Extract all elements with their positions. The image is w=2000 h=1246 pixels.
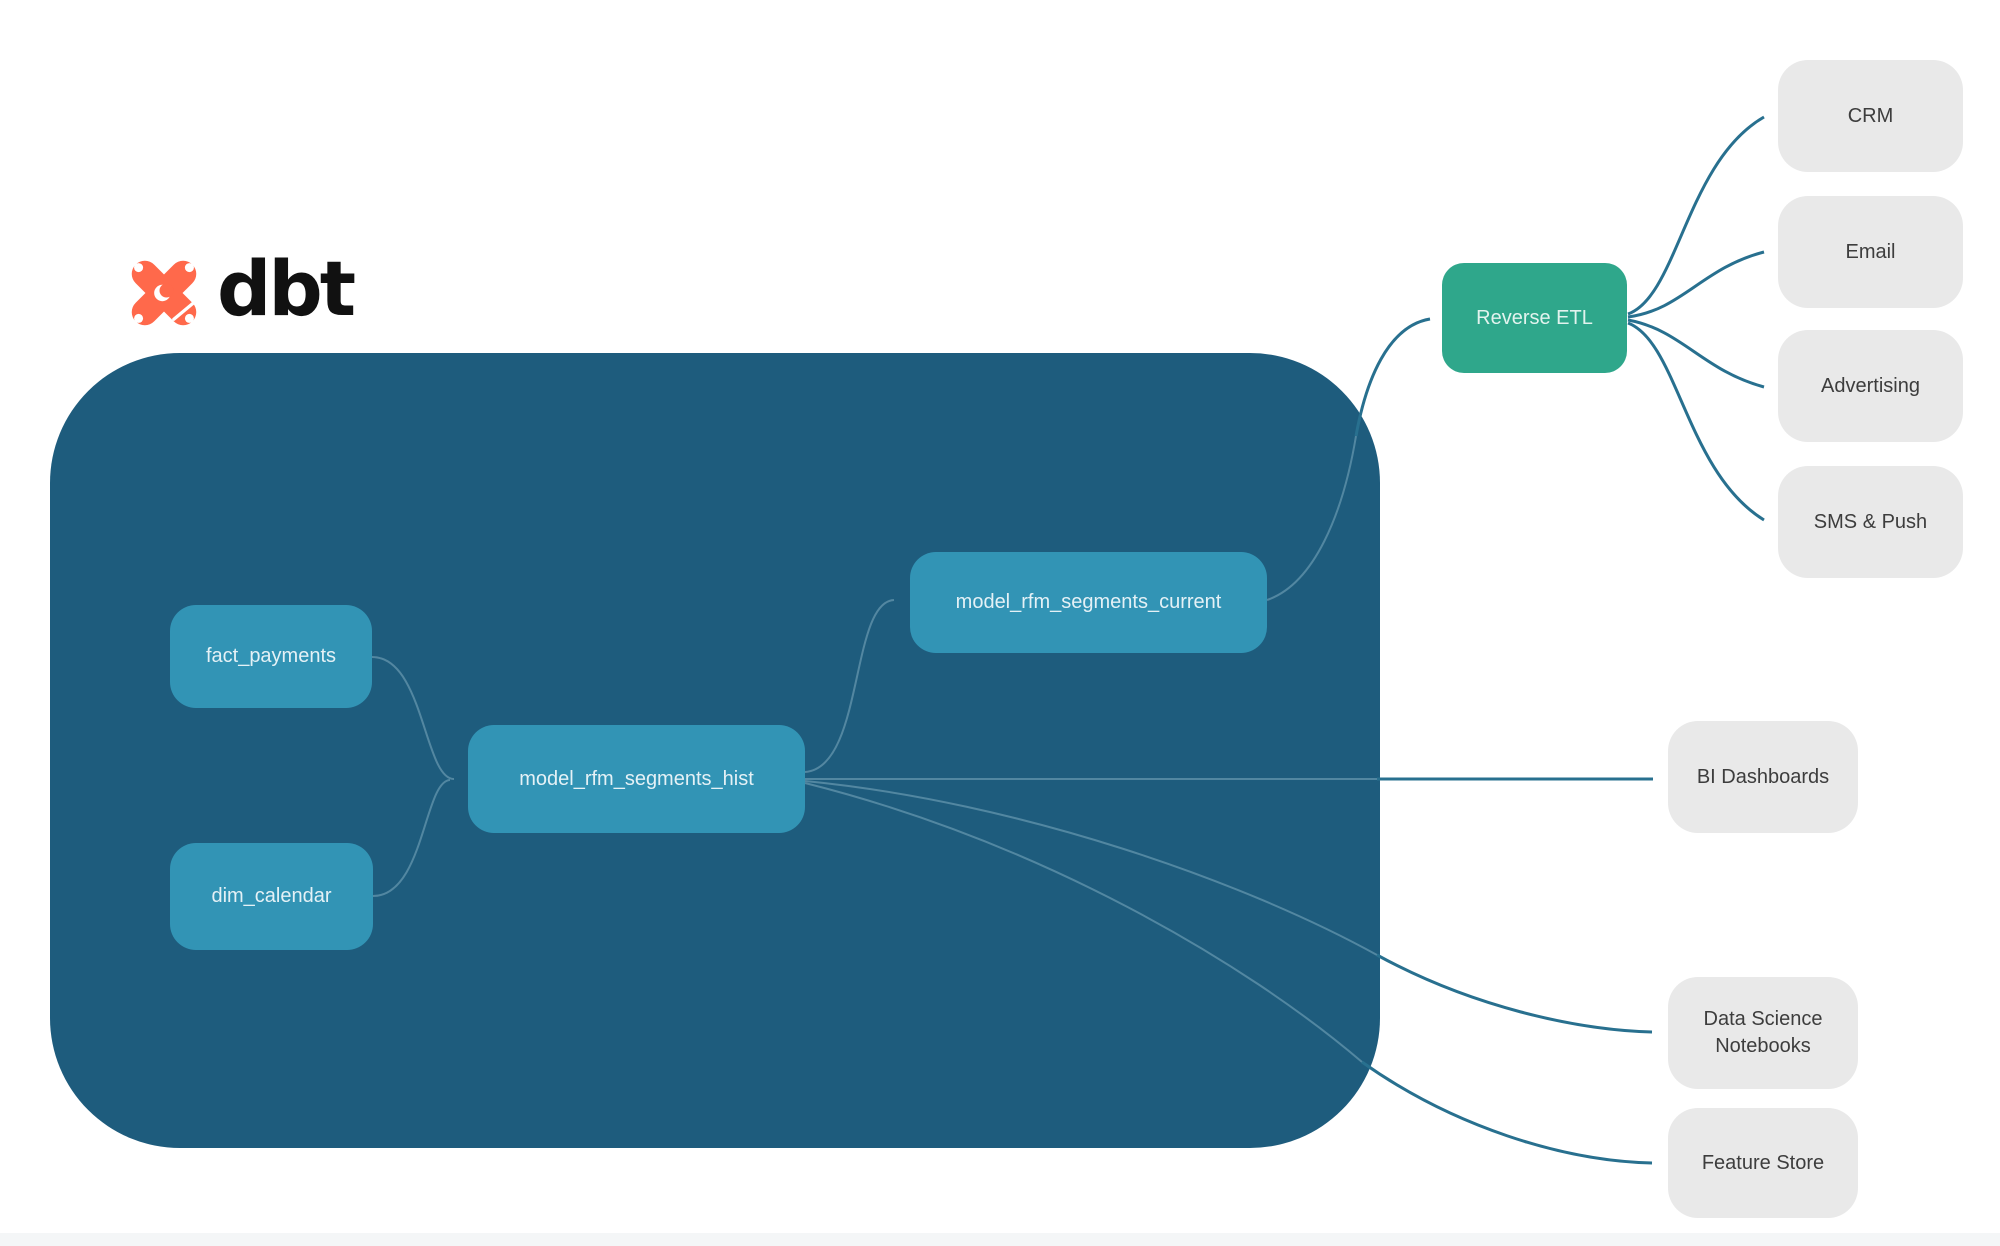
dbt-logo: dbt	[123, 244, 356, 334]
node-data-science-notebooks-label: Data Science Notebooks	[1703, 1008, 1823, 1057]
node-model-rfm-segments-hist-label: model_rfm_segments_hist	[519, 767, 754, 790]
node-model-rfm-segments-current-label: model_rfm_segments_current	[955, 591, 1222, 613]
edge-reverse-etl-to-email	[1627, 250, 1765, 319]
node-feature-store-label: Feature Store	[1701, 1151, 1825, 1174]
edge-current-to-reverse-etl	[1354, 317, 1431, 437]
node-email-label: Email	[1845, 240, 1896, 263]
node-sms-push: SMS & Push	[1778, 466, 1963, 578]
node-sms-push-label: SMS & Push	[1813, 510, 1928, 533]
node-model-rfm-segments-hist: model_rfm_segments_hist	[468, 725, 805, 833]
node-crm: CRM	[1778, 60, 1963, 172]
bottom-band	[0, 1233, 2000, 1246]
node-dim-calendar-label: dim_calendar	[211, 885, 332, 907]
node-fact-payments-label: fact_payments	[205, 645, 337, 667]
node-email: Email	[1778, 196, 1963, 308]
node-model-rfm-segments-current: model_rfm_segments_current	[910, 552, 1267, 653]
node-fact-payments: fact_payments	[170, 605, 372, 708]
edge-reverse-etl-to-crm	[1627, 115, 1765, 316]
node-bi-dashboards: BI Dashboards	[1668, 721, 1858, 833]
node-advertising: Advertising	[1778, 330, 1963, 442]
node-crm-label: CRM	[1847, 104, 1894, 127]
edge-reverse-etl-to-advertising	[1627, 318, 1765, 389]
dbt-logo-icon	[131, 260, 197, 326]
dbt-wordmark: dbt	[217, 244, 356, 333]
node-reverse-etl: Reverse ETL	[1442, 263, 1627, 373]
node-bi-dashboards-label: BI Dashboards	[1696, 765, 1830, 788]
edge-reverse-etl-to-sms	[1627, 321, 1765, 522]
node-advertising-label: Advertising	[1821, 374, 1920, 397]
node-reverse-etl-label: Reverse ETL	[1476, 306, 1593, 329]
edge-hist-to-fs	[1361, 1060, 1653, 1165]
node-feature-store: Feature Store	[1668, 1108, 1858, 1218]
edge-hist-to-ds	[1376, 953, 1653, 1034]
node-data-science-notebooks: Data Science Notebooks	[1668, 977, 1858, 1089]
node-dim-calendar: dim_calendar	[170, 843, 373, 950]
